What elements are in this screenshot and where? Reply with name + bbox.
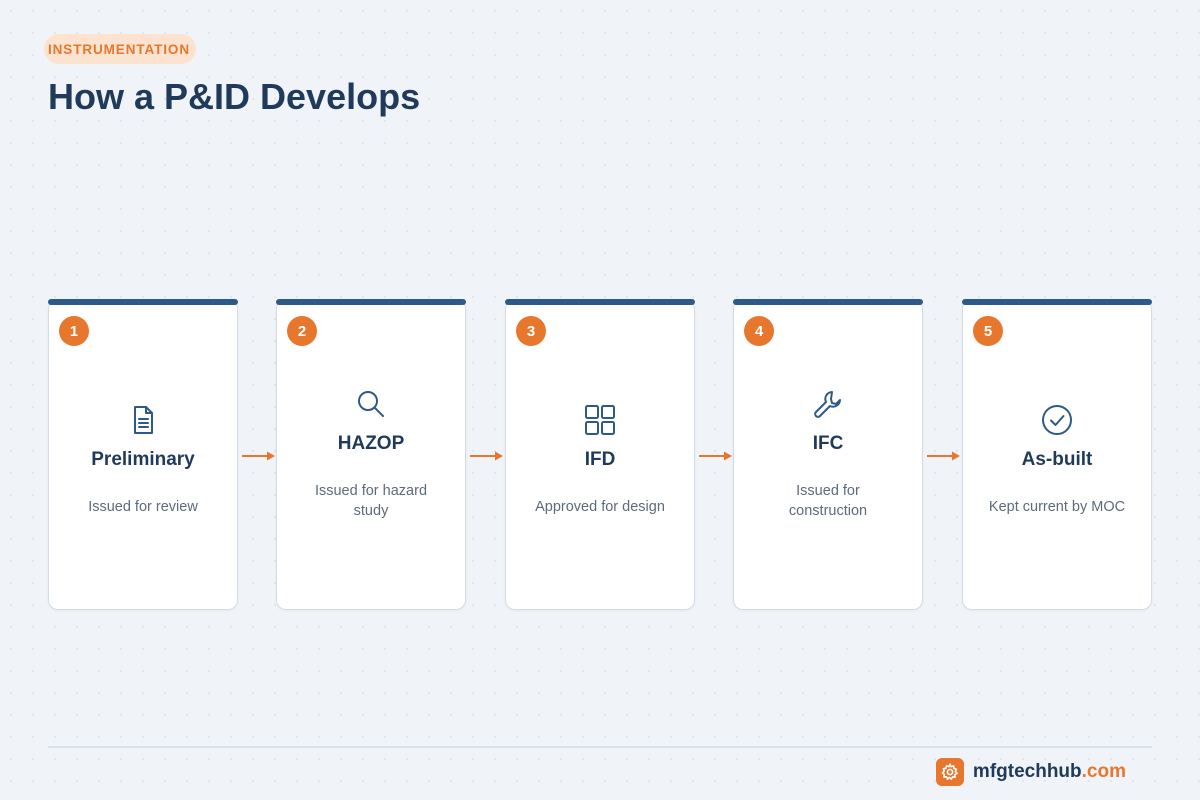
card-top-bar (504, 299, 695, 305)
check-circle-icon (1040, 403, 1074, 437)
step-card-ifc: 4 IFC Issued for construction (732, 299, 923, 610)
step-title: Preliminary (91, 449, 195, 470)
step-number-badge: 2 (287, 316, 317, 346)
step-description: Approved for design (535, 499, 665, 515)
step-number-badge: 5 (973, 316, 1003, 346)
arrow-right-icon (926, 449, 962, 461)
step-description: Kept current by MOC (988, 499, 1126, 515)
arrow-right-icon (241, 449, 277, 461)
arrow-right-icon (698, 449, 734, 461)
process-flow: 1 Preliminary Issued for review 2 (47, 299, 1152, 611)
grid-icon (583, 403, 617, 437)
step-description: Issued for review (88, 499, 198, 515)
page-title: How a P&ID Develops (48, 76, 421, 117)
footer-divider (48, 746, 1152, 748)
category-tag: INSTRUMENTATION (44, 34, 204, 64)
step-card-ifd: 3 IFD Approved for design (504, 299, 695, 610)
step-card-as-built: 5 As-built Kept current by MOC (961, 299, 1152, 610)
step-number-badge: 1 (59, 316, 89, 346)
gear-icon (935, 758, 964, 786)
brand-link[interactable]: mfgtechhub.com (935, 758, 1126, 786)
category-tag-label: INSTRUMENTATION (48, 41, 190, 57)
step-title: HAZOP (337, 433, 405, 454)
step-card-preliminary: 1 Preliminary Issued for review (47, 299, 238, 610)
card-top-bar (732, 299, 923, 305)
step-title: IFD (584, 449, 616, 470)
step-description: Issued for construction (788, 483, 868, 519)
brand-tld: .com (1081, 761, 1126, 782)
wrench-icon (811, 387, 845, 421)
step-title: IFC (812, 433, 844, 454)
document-icon (126, 403, 160, 437)
step-number-badge: 4 (744, 316, 774, 346)
card-top-bar (275, 299, 466, 305)
step-title: As-built (1021, 449, 1093, 470)
card-top-bar (47, 299, 238, 305)
brand-name: mfgtechhub (972, 761, 1082, 782)
step-number-badge: 3 (516, 316, 546, 346)
step-description: Issued for hazard study (314, 483, 428, 519)
step-card-hazop: 2 HAZOP Issued for hazard study (275, 299, 466, 610)
card-top-bar (961, 299, 1152, 305)
search-icon (354, 387, 388, 421)
arrow-right-icon (469, 449, 505, 461)
